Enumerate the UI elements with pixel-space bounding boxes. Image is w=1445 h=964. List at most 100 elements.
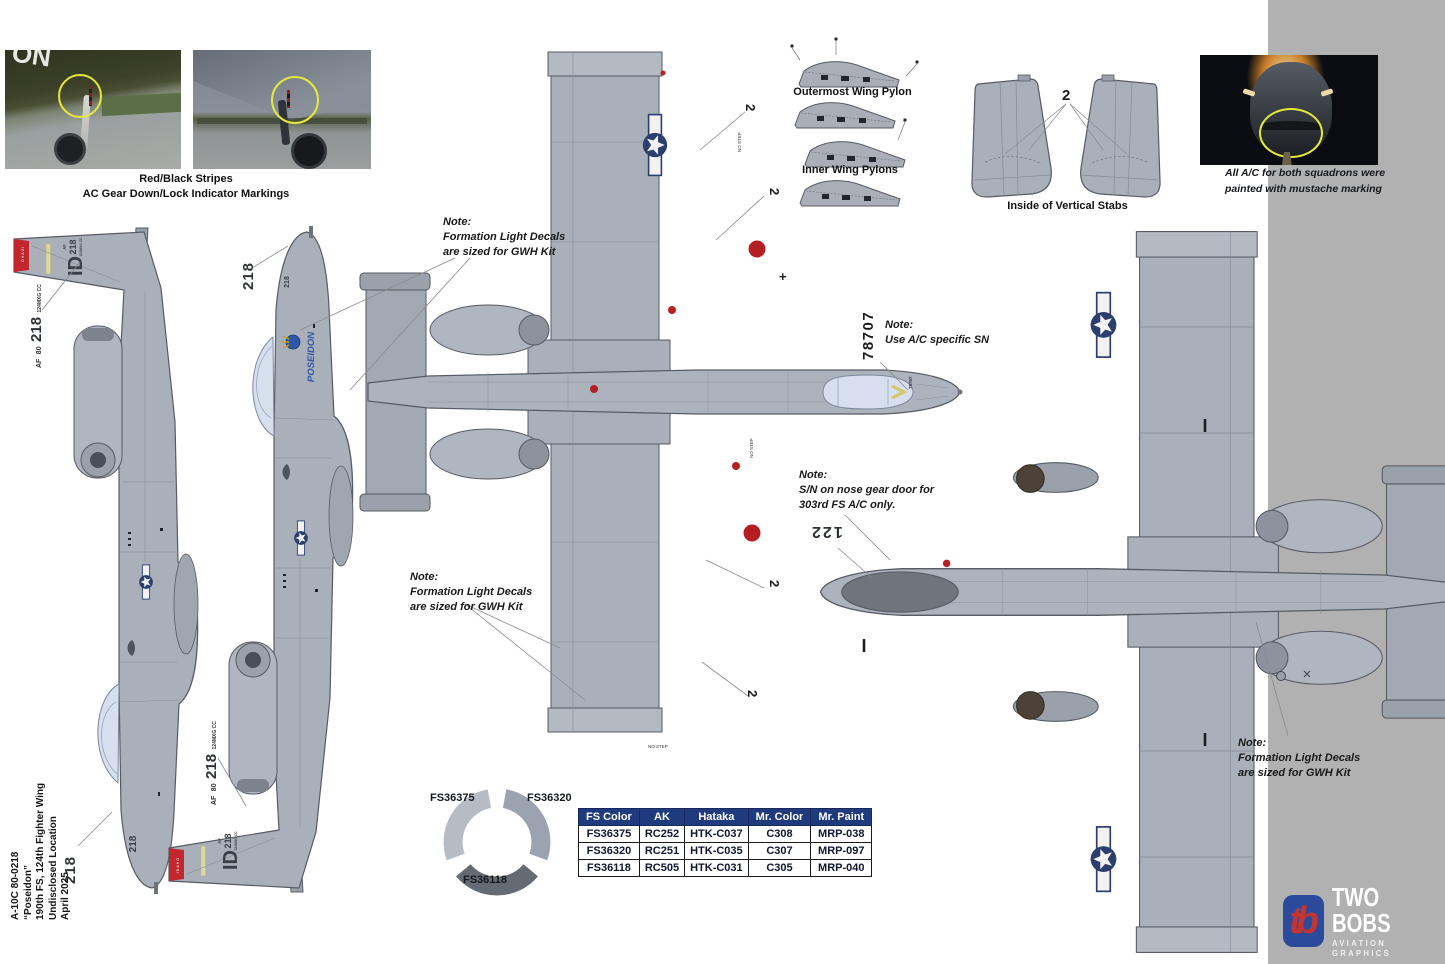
fs-color-swatch-ring [443, 789, 551, 896]
profile1-tail-callout: AF 80 218 124MXG CC [28, 284, 46, 368]
refuel-boom [1281, 151, 1292, 165]
table-cell: RC505 [638, 859, 686, 877]
tail-unit: 124MXG CC [37, 284, 43, 313]
nose-number: 218 [284, 276, 291, 288]
formation-light-dots [590, 70, 766, 542]
table-cell: HTK-C031 [684, 859, 749, 877]
inner-pylon-label: Inner Wing Pylons [802, 164, 898, 176]
logo-monogram-box: tb [1283, 895, 1325, 947]
logo-monogram: tb [1289, 899, 1319, 942]
title-line: “Poseidon” [22, 864, 34, 920]
table-cell: C305 [747, 859, 812, 877]
caption-line: AC Gear Down/Lock Indicator Markings [82, 187, 290, 200]
count-label: 2 [745, 690, 760, 697]
paint-reference-table: FS Color AK Hataka Mr. Color Mr. Paint F… [578, 808, 873, 877]
no-step-stencil: NO STEP [648, 744, 668, 749]
note-line: Use A/C specific SN [885, 333, 990, 346]
formation-bar: I [1202, 416, 1207, 436]
note-line: S/N on nose gear door for [799, 483, 935, 496]
title-block: A-10C 80-0218 “Poseidon” 190th FS, 124th… [10, 783, 73, 920]
poseidon-text: POSEIDON [306, 331, 317, 382]
vertical-stabs-caption: Inside of Vertical Stabs [1007, 200, 1128, 212]
gear-photos-caption: Red/Black Stripes AC Gear Down/Lock Indi… [0, 172, 372, 202]
table-row: FS36375 RC252 HTK-C037 C308 MRP-038 [578, 825, 873, 843]
poseidon-nose-art: POSEIDON [281, 331, 317, 382]
tail-number: 218 [223, 833, 233, 848]
column-header: AK [638, 808, 686, 826]
title-line: April 2025 [60, 872, 71, 920]
vertical-stab-diagrams: 2 [971, 74, 1161, 198]
nose-serial-small: 78707 [908, 376, 913, 389]
caption-line: painted with mustache marking [1225, 182, 1382, 195]
logo-text: TWO BOBS AVIATION GRAPHICS [1332, 884, 1445, 958]
count-label: 2 [743, 104, 758, 111]
swatch-label-fs36375: FS36375 [430, 792, 475, 804]
note-line: are sized for GWH Kit [410, 600, 523, 613]
top-view: 78707 [359, 51, 963, 733]
tail-af: AF [211, 795, 218, 805]
note-title: Note: [410, 571, 439, 583]
note-formation-lights-2: Note: Formation Light Decals are sized f… [410, 570, 532, 615]
serial-number-callout: 78707 [860, 310, 877, 360]
table-cell: FS36375 [578, 825, 640, 843]
title-line: 190th FS, 124th Fighter Wing [35, 782, 46, 920]
gear-photo-1: ON [5, 50, 181, 169]
tail-80: 80 [211, 783, 218, 792]
note-line: are sized for GWH Kit [443, 245, 556, 258]
tail-unit: 124MXG CC [79, 237, 83, 257]
profile2-nose-number-callout: 218 [240, 261, 257, 290]
column-header: FS Color [578, 808, 640, 826]
two-bobs-logo: tb TWO BOBS AVIATION GRAPHICS [1283, 884, 1445, 958]
highlight-circle [271, 76, 320, 125]
note-title: Note: [1238, 737, 1267, 749]
tail-unit: 124MXG CC [212, 721, 218, 750]
formation-bar: I [861, 636, 866, 656]
table-cell: RC251 [638, 842, 686, 860]
title-line: Undisclosed Location [47, 816, 59, 920]
note-line: Formation Light Decals [410, 585, 533, 598]
logo-name: TWO BOBS [1332, 882, 1391, 938]
wheel-shape [54, 133, 87, 166]
callout-lines [41, 111, 1289, 847]
bottom-nose-number: 122 [810, 523, 843, 540]
formation-bar: I [1202, 730, 1207, 750]
tail-af: AF [62, 244, 67, 250]
count-label: 2 [767, 188, 782, 195]
tail-unit: 124MXG CC [234, 831, 238, 851]
table-cell: HTK-C035 [684, 842, 749, 860]
tail-number: 218 [203, 753, 220, 779]
tail-af: AF [217, 838, 222, 844]
note-formation-lights-1: Note: Formation Light Decals are sized f… [443, 215, 565, 260]
table-row: FS36320 RC251 HTK-C035 C307 MRP-097 [578, 842, 873, 860]
column-header: Mr. Paint [810, 808, 873, 826]
note-use-specific-sn: Note: Use A/C specific SN [885, 318, 989, 348]
note-title: Note: [799, 469, 828, 481]
note-line: 303rd FS A/C only. [799, 498, 896, 511]
note-line: are sized for GWH Kit [1238, 766, 1351, 779]
tail-af: AF [36, 358, 43, 368]
side-profile-left: ID AF 218 124MXG CC 218 [13, 227, 199, 895]
note-title: Note: [885, 319, 914, 331]
table-cell: MRP-097 [810, 842, 873, 860]
caption-line: Red/Black Stripes [139, 173, 233, 185]
swatch-label-fs36118: FS36118 [463, 874, 508, 886]
side-profile-right: ID AF 218 124MXG CC 218 POSEIDON [168, 225, 354, 893]
bottom-view-marks: I I I [861, 416, 1311, 750]
bottom-view [819, 230, 1445, 954]
swatch-arc-fs36320 [502, 789, 551, 861]
wheel-shape [290, 133, 327, 169]
column-header: Mr. Color [747, 808, 812, 826]
tail-number: 218 [68, 239, 78, 254]
table-cell: C307 [747, 842, 812, 860]
outer-pylon-label: Outermost Wing Pylon [793, 86, 912, 98]
mustache-caption: All A/C for both squadrons were painted … [1225, 166, 1410, 198]
pylon-diagrams [790, 37, 919, 207]
note-nose-gear-sn: Note: S/N on nose gear door for 303rd FS… [799, 468, 934, 513]
top-view-labels: 2 2 2 2 + NO STEP NO STEP NO STEP [648, 104, 787, 749]
profile2-tail-callout: AF 80 218 124MXG CC [203, 721, 221, 805]
table-cell: MRP-038 [810, 825, 873, 843]
note-line: Formation Light Decals [443, 230, 566, 243]
table-cell: MRP-040 [810, 859, 873, 877]
